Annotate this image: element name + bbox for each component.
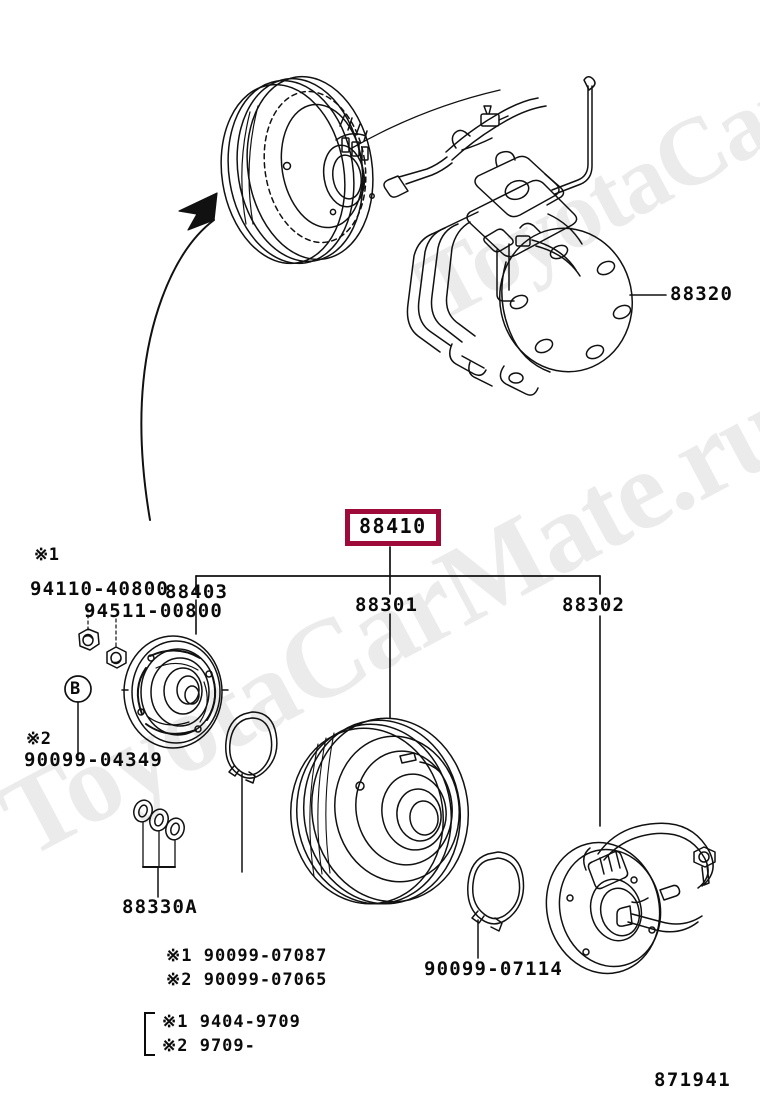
label-field-coil: 88302 xyxy=(562,594,626,616)
date-range-note-group: ※1 9404-9709 ※2 9709- xyxy=(144,1012,301,1056)
watermark-lower: ToyotaCarMate.ru xyxy=(0,363,760,882)
note-date-1: ※1 9404-9709 xyxy=(162,1012,301,1032)
label-washer: 94511-00800 xyxy=(84,600,224,622)
snap-ring-small-art xyxy=(225,711,278,873)
label-pulley: 88301 xyxy=(355,594,419,616)
label-mark-b: B xyxy=(70,679,81,699)
label-shims: 88330A xyxy=(122,896,198,918)
note-snap-ring-1: ※1 90099-07087 xyxy=(166,946,328,966)
mark-2-left: ※2 xyxy=(26,729,52,749)
note-date-2: ※2 9709- xyxy=(162,1036,256,1056)
label-compressor: 88320 xyxy=(670,283,734,305)
shim-washers-art xyxy=(133,799,185,898)
pulley-art xyxy=(289,717,470,905)
mark-1-top: ※1 xyxy=(34,545,60,565)
hub-plate-art xyxy=(121,635,229,749)
snap-ring-note-group: ※1 90099-07087 ※2 90099-07065 xyxy=(166,946,327,990)
label-nut: 94110-40800 xyxy=(30,578,170,600)
date-bracket xyxy=(144,1012,155,1056)
assembly-bracket xyxy=(195,546,601,595)
assembly-arrow xyxy=(140,192,218,521)
compressor-art xyxy=(383,76,634,396)
drawing-number: 871941 xyxy=(654,1069,732,1091)
top-clutch-pulley-art xyxy=(220,75,375,265)
note-snap-ring-2: ※2 90099-07065 xyxy=(166,970,328,990)
label-snap-ring-pulley: 90099-07114 xyxy=(424,958,564,980)
label-clutch-assembly-highlight: 88410 xyxy=(345,509,441,546)
label-oring: 90099-04349 xyxy=(24,749,164,771)
label-hub-plate: 88403 xyxy=(165,581,229,603)
snap-ring-pulley-art xyxy=(467,851,525,959)
